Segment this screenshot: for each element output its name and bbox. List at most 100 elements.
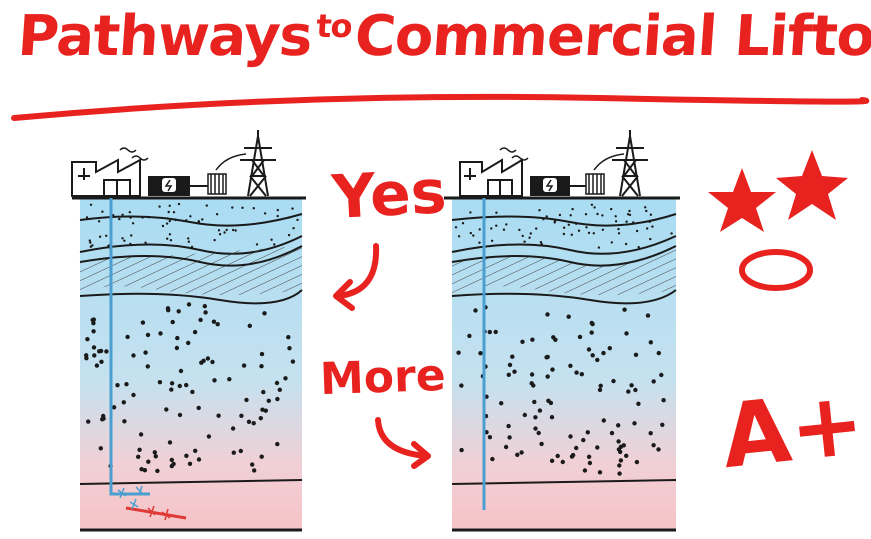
rock-dot [624,331,629,336]
rock-dot [152,450,157,455]
rock-dot [216,413,221,418]
rock-dot [124,382,129,387]
rock-dot [244,397,249,403]
rock-dot [121,400,127,405]
rock-dot [238,448,243,454]
rock-dot [586,347,592,352]
rock-dot [507,435,512,440]
rock-dot [570,233,573,236]
rock-dot [590,321,595,327]
ground-layer [452,198,676,530]
circle-icon [739,249,813,291]
rock-dot [91,345,97,350]
rock-dot [617,471,622,476]
rock-dot [164,407,169,412]
rock-dot [145,332,151,338]
rock-dot [101,413,106,419]
rock-dot [648,340,653,345]
hatched-rock-layer [80,246,302,296]
rock-dot [533,426,538,431]
grade-label: A+ [717,370,869,489]
rock-dot [187,237,190,240]
rock-dot [607,346,612,351]
title-underline [11,93,870,121]
rock-dot [122,419,127,424]
rock-dot [632,221,635,224]
rock-dot [503,444,509,450]
rock-dot [158,331,163,336]
rock-dot [212,378,217,383]
rock-dot [636,401,641,406]
rock-dot [89,241,92,244]
rock-dot [660,422,665,427]
rock-dot [459,447,464,453]
rock-dot [184,382,189,388]
rock-dot [633,352,639,357]
rock-dot [592,232,595,235]
rock-dot [177,202,181,206]
rock-dot [291,207,294,210]
rock-dot [223,231,226,234]
rock-dot [275,396,280,402]
rock-dot [537,408,543,413]
rock-dot [601,350,606,356]
rock-dot [518,228,521,232]
rock-dot [88,239,92,242]
rock-dot [270,238,273,241]
rock-dot [192,329,198,335]
rock-dot [193,448,198,453]
rock-dot [247,323,252,328]
rock-dot [131,222,135,225]
rock-dot [104,349,109,354]
rock-dot [577,334,583,340]
rock-dot [227,377,232,382]
rock-dot [574,445,579,451]
rock-dot [187,461,193,466]
transmission-tower-icon [240,130,276,197]
rock-dot [478,351,483,356]
rock-dot [597,246,601,249]
rock-dot [252,468,257,473]
rock-dot [190,389,195,395]
rock-dot [651,443,656,448]
transmission-tower-icon [612,130,648,197]
left-well-diagram [71,130,306,532]
rock-dot [86,419,91,424]
rock-dot [539,241,543,244]
rock-dot [523,240,526,243]
rock-dot [91,244,94,247]
rock-dot [624,453,629,458]
rock-dot [529,381,534,386]
rock-dot [142,468,148,473]
rock-dot [290,359,296,364]
rock-dot [146,459,151,464]
rock-dot [184,453,189,458]
rock-dot [286,335,291,340]
rock-dot [197,221,201,224]
hatched-rock-layer [452,246,676,296]
rock-dot [218,233,222,236]
rock-dot [610,241,613,244]
rock-dot [507,362,513,368]
rock-dot [587,460,593,466]
rock-dot [472,234,475,237]
rock-dot [495,211,498,214]
rock-dot [616,439,621,444]
rock-dot [202,304,207,309]
rock-dot [522,412,527,418]
rock-dot [521,234,524,238]
rock-dot [263,408,268,413]
rock-dot [118,217,121,221]
rock-dot [170,319,175,325]
rock-dot [241,363,247,368]
rock-dot [586,454,592,459]
rock-dot [616,423,621,428]
rock-dot [574,370,579,375]
rock-dot [577,229,581,232]
rock-dot [101,210,104,213]
rock-dot [628,209,631,213]
rock-dot [143,350,148,355]
rock-dot [490,227,493,230]
rock-dot [261,389,266,395]
rock-dot [232,228,235,232]
